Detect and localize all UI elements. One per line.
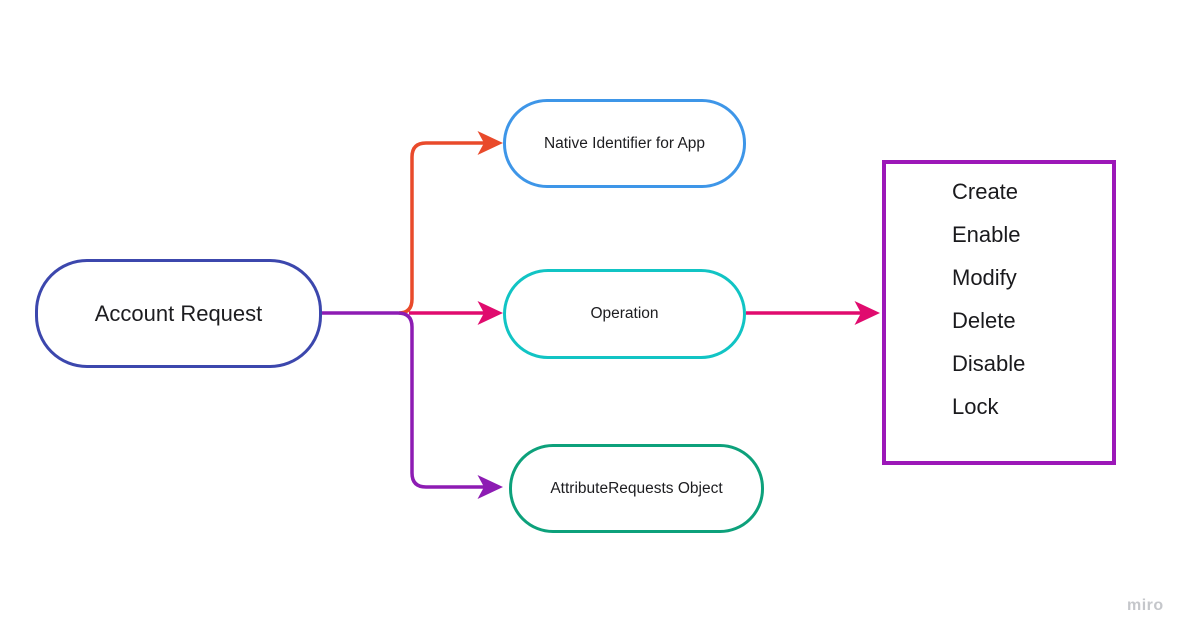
arrowhead-to-native[interactable] [477, 131, 504, 155]
node-native-identifier-label: Native Identifier for App [543, 134, 706, 152]
miro-watermark: miro [1127, 597, 1164, 614]
arrowhead-to-operation[interactable] [477, 301, 504, 325]
node-native-identifier[interactable]: Native Identifier for App [503, 99, 746, 188]
arrowhead-to-attribute[interactable] [477, 475, 504, 499]
node-attribute-requests-label: AttributeRequests Object [550, 479, 723, 497]
list-item-modify: Modify [952, 265, 1017, 290]
node-attribute-requests[interactable]: AttributeRequests Object [509, 444, 764, 533]
node-operation-label: Operation [590, 305, 659, 322]
list-item-delete: Delete [952, 308, 1016, 333]
node-account-request[interactable]: Account Request [35, 259, 322, 368]
list-item-lock: Lock [952, 394, 999, 419]
connector-account-to-native[interactable] [398, 141, 485, 315]
node-operation[interactable]: Operation [503, 269, 746, 359]
node-operations-list[interactable]: Create Enable Modify Delete Disable Lock [882, 160, 1116, 465]
connector-account-to-attribute[interactable] [322, 311, 485, 489]
list-item-enable: Enable [952, 222, 1021, 247]
node-account-request-label: Account Request [94, 300, 263, 326]
arrowhead-to-list[interactable] [854, 301, 881, 325]
list-item-disable: Disable [952, 351, 1026, 376]
list-item-create: Create [952, 179, 1019, 204]
